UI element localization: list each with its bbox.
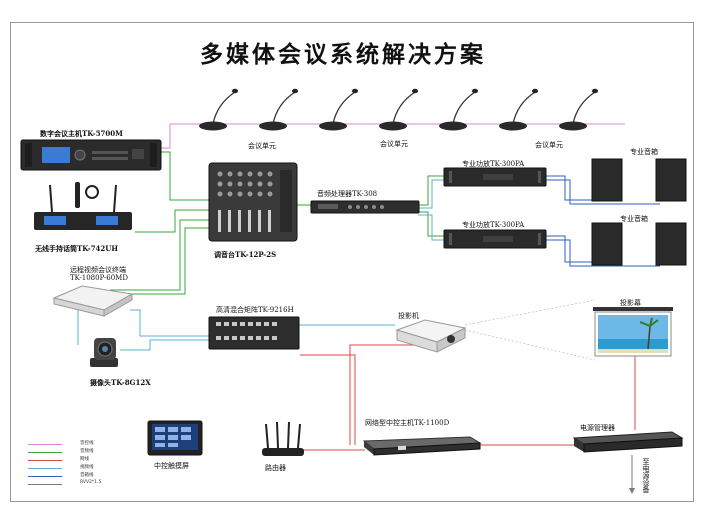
legend-item: RVV2*1.5 [28,480,118,488]
amplifier-bottom-label: 专业功放TK-300PA [462,221,525,229]
legend-label: 网线 [80,457,89,462]
legend-swatch [28,452,62,453]
touch-panel [147,420,203,456]
terminal-mixer-audio-line [110,219,210,291]
legend-label: 音控线 [80,441,94,446]
projector-beam-2 [464,329,596,361]
audio-processor [310,200,420,214]
speaker-bottom-label: 专业音箱 [620,215,648,223]
legend-item: 音频线 [28,448,118,456]
legend-label: 视频线 [80,465,94,470]
power-manager-label: 电源管理器 [580,424,615,432]
speaker-top-label: 专业音箱 [630,148,658,156]
projector-beam-1 [464,299,596,326]
amp-speaker-line-4 [545,239,660,267]
power-out-arrow [629,488,635,494]
conference-unit-label-1: 会议单元 [248,142,276,150]
projector [395,319,467,353]
legend-label: RVV2*1.5 [80,480,102,485]
terminal-matrix-video-line [130,309,210,337]
host-mixer-audio-line [160,151,210,201]
video-conference-terminal [52,285,134,317]
amp-speaker-line-2 [545,179,660,205]
conference-units [199,88,598,131]
microphone-unit-1 [199,88,238,131]
legend-label: 音箱线 [80,473,94,478]
central-projector-network-line [349,344,420,445]
central-control-label: 网络型中控主机TK-1100D [365,419,450,427]
legend-item: 视频线 [28,464,118,472]
amp-speaker-line-1 [545,175,595,201]
microphone-unit-2 [259,88,298,131]
camera-matrix-video-line [120,339,210,351]
to-power-label: 至电源设备 [642,458,650,493]
projection-screen [593,307,673,357]
digital-host-label: 数字会议主机TK-5700M [40,129,123,138]
legend-swatch [28,444,62,445]
speakers-bottom [591,222,687,266]
mic-mixer-audio-line [135,209,210,233]
central-control-host [362,436,482,456]
processor-amp-top-line [418,175,445,206]
touch-panel-label: 中控触摸屏 [154,462,189,470]
page-title: 多媒体会议系统解决方案 [200,41,486,68]
legend-item: 网线 [28,456,118,464]
conference-unit-label-3: 会议单元 [535,141,563,149]
microphone-unit-6 [499,88,538,131]
processor-amp-bottom-line-2 [418,214,445,241]
audio-processor-label: 音频处理器TK-308 [317,190,378,198]
microphone-unit-7 [559,88,598,131]
processor-amp-bottom-line [418,211,445,237]
central-matrix-network-line [300,354,356,445]
digital-conference-host [20,139,162,171]
router-label: 路由器 [265,464,286,472]
router [262,421,304,456]
microphone-unit-5 [439,88,478,131]
legend-label: 音频线 [80,449,94,454]
screen-label: 投影幕 [620,299,641,307]
amplifier-bottom [443,229,547,249]
wireless-mic-receiver [34,182,132,230]
matrix-label: 高清混合矩阵TK-9216H [216,306,294,314]
projector-label: 投影机 [398,312,419,320]
microphone-unit-3 [319,88,358,131]
speakers-top [591,158,687,202]
terminal-mixer-audio-line-2 [110,227,210,295]
camera [90,338,118,367]
wireless-mic-label: 无线手持话筒TK-742UH [35,244,119,253]
legend-item: 音控线 [28,440,118,448]
legend-swatch [28,476,62,477]
hd-matrix [208,316,300,350]
legend-swatch [28,460,62,461]
amp-speaker-line-3 [545,235,595,263]
legend-swatch [28,468,62,469]
conference-unit-label-2: 会议单元 [380,140,408,148]
power-manager [572,431,684,453]
processor-amp-top-line-2 [418,179,445,209]
legend-item: 音箱线 [28,472,118,480]
mixer [208,162,298,242]
amplifier-top-label: 专业功放TK-300PA [462,160,525,168]
amplifier-top [443,167,547,187]
video-terminal-label-2: TK-1080P-60MD [70,274,128,282]
microphone-unit-4 [379,88,418,131]
diagram-frame [10,22,694,502]
video-terminal-label-1: 远程视频会议终端 [70,266,126,274]
camera-label: 摄像头TK-8G12X [90,378,151,387]
legend-swatch [28,484,62,485]
mixer-label: 调音台TK-12P-2S [214,250,277,259]
